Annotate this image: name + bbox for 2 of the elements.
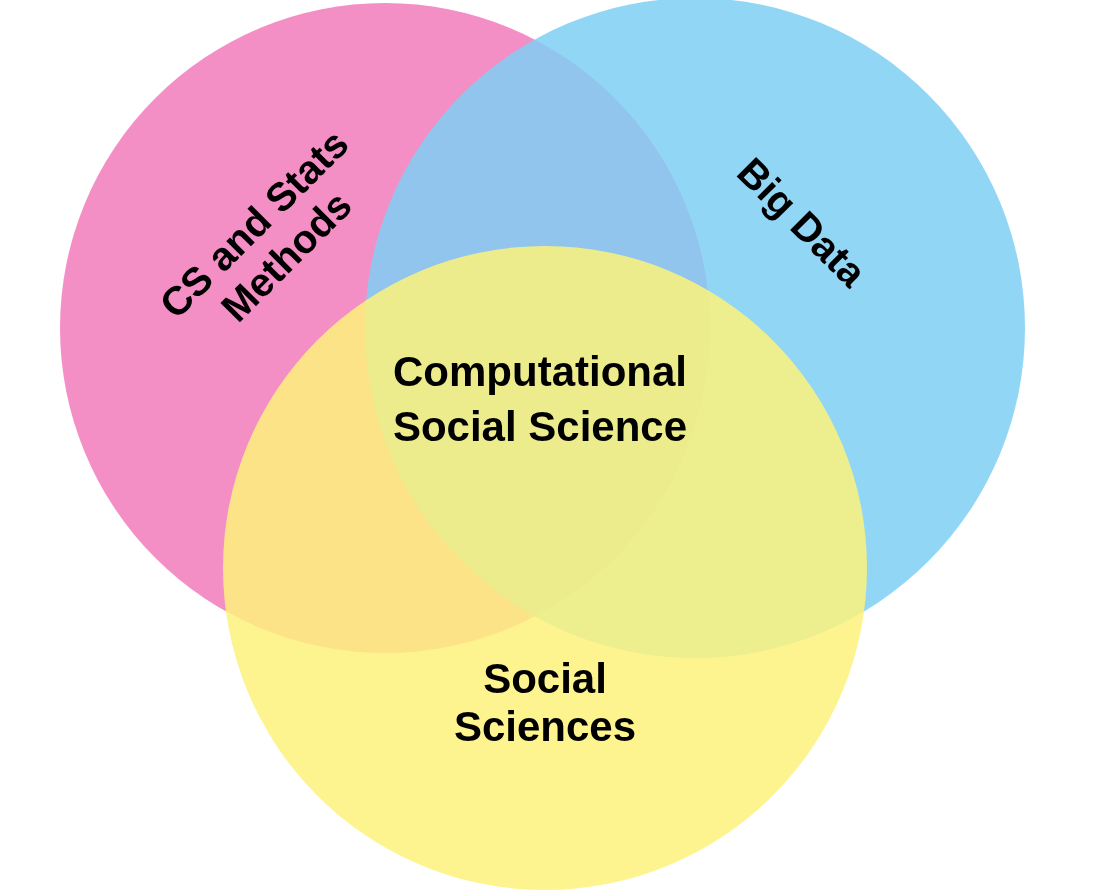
circle-label: Social Sciences [452, 654, 638, 752]
center-label: Computational Social Science [391, 347, 689, 452]
